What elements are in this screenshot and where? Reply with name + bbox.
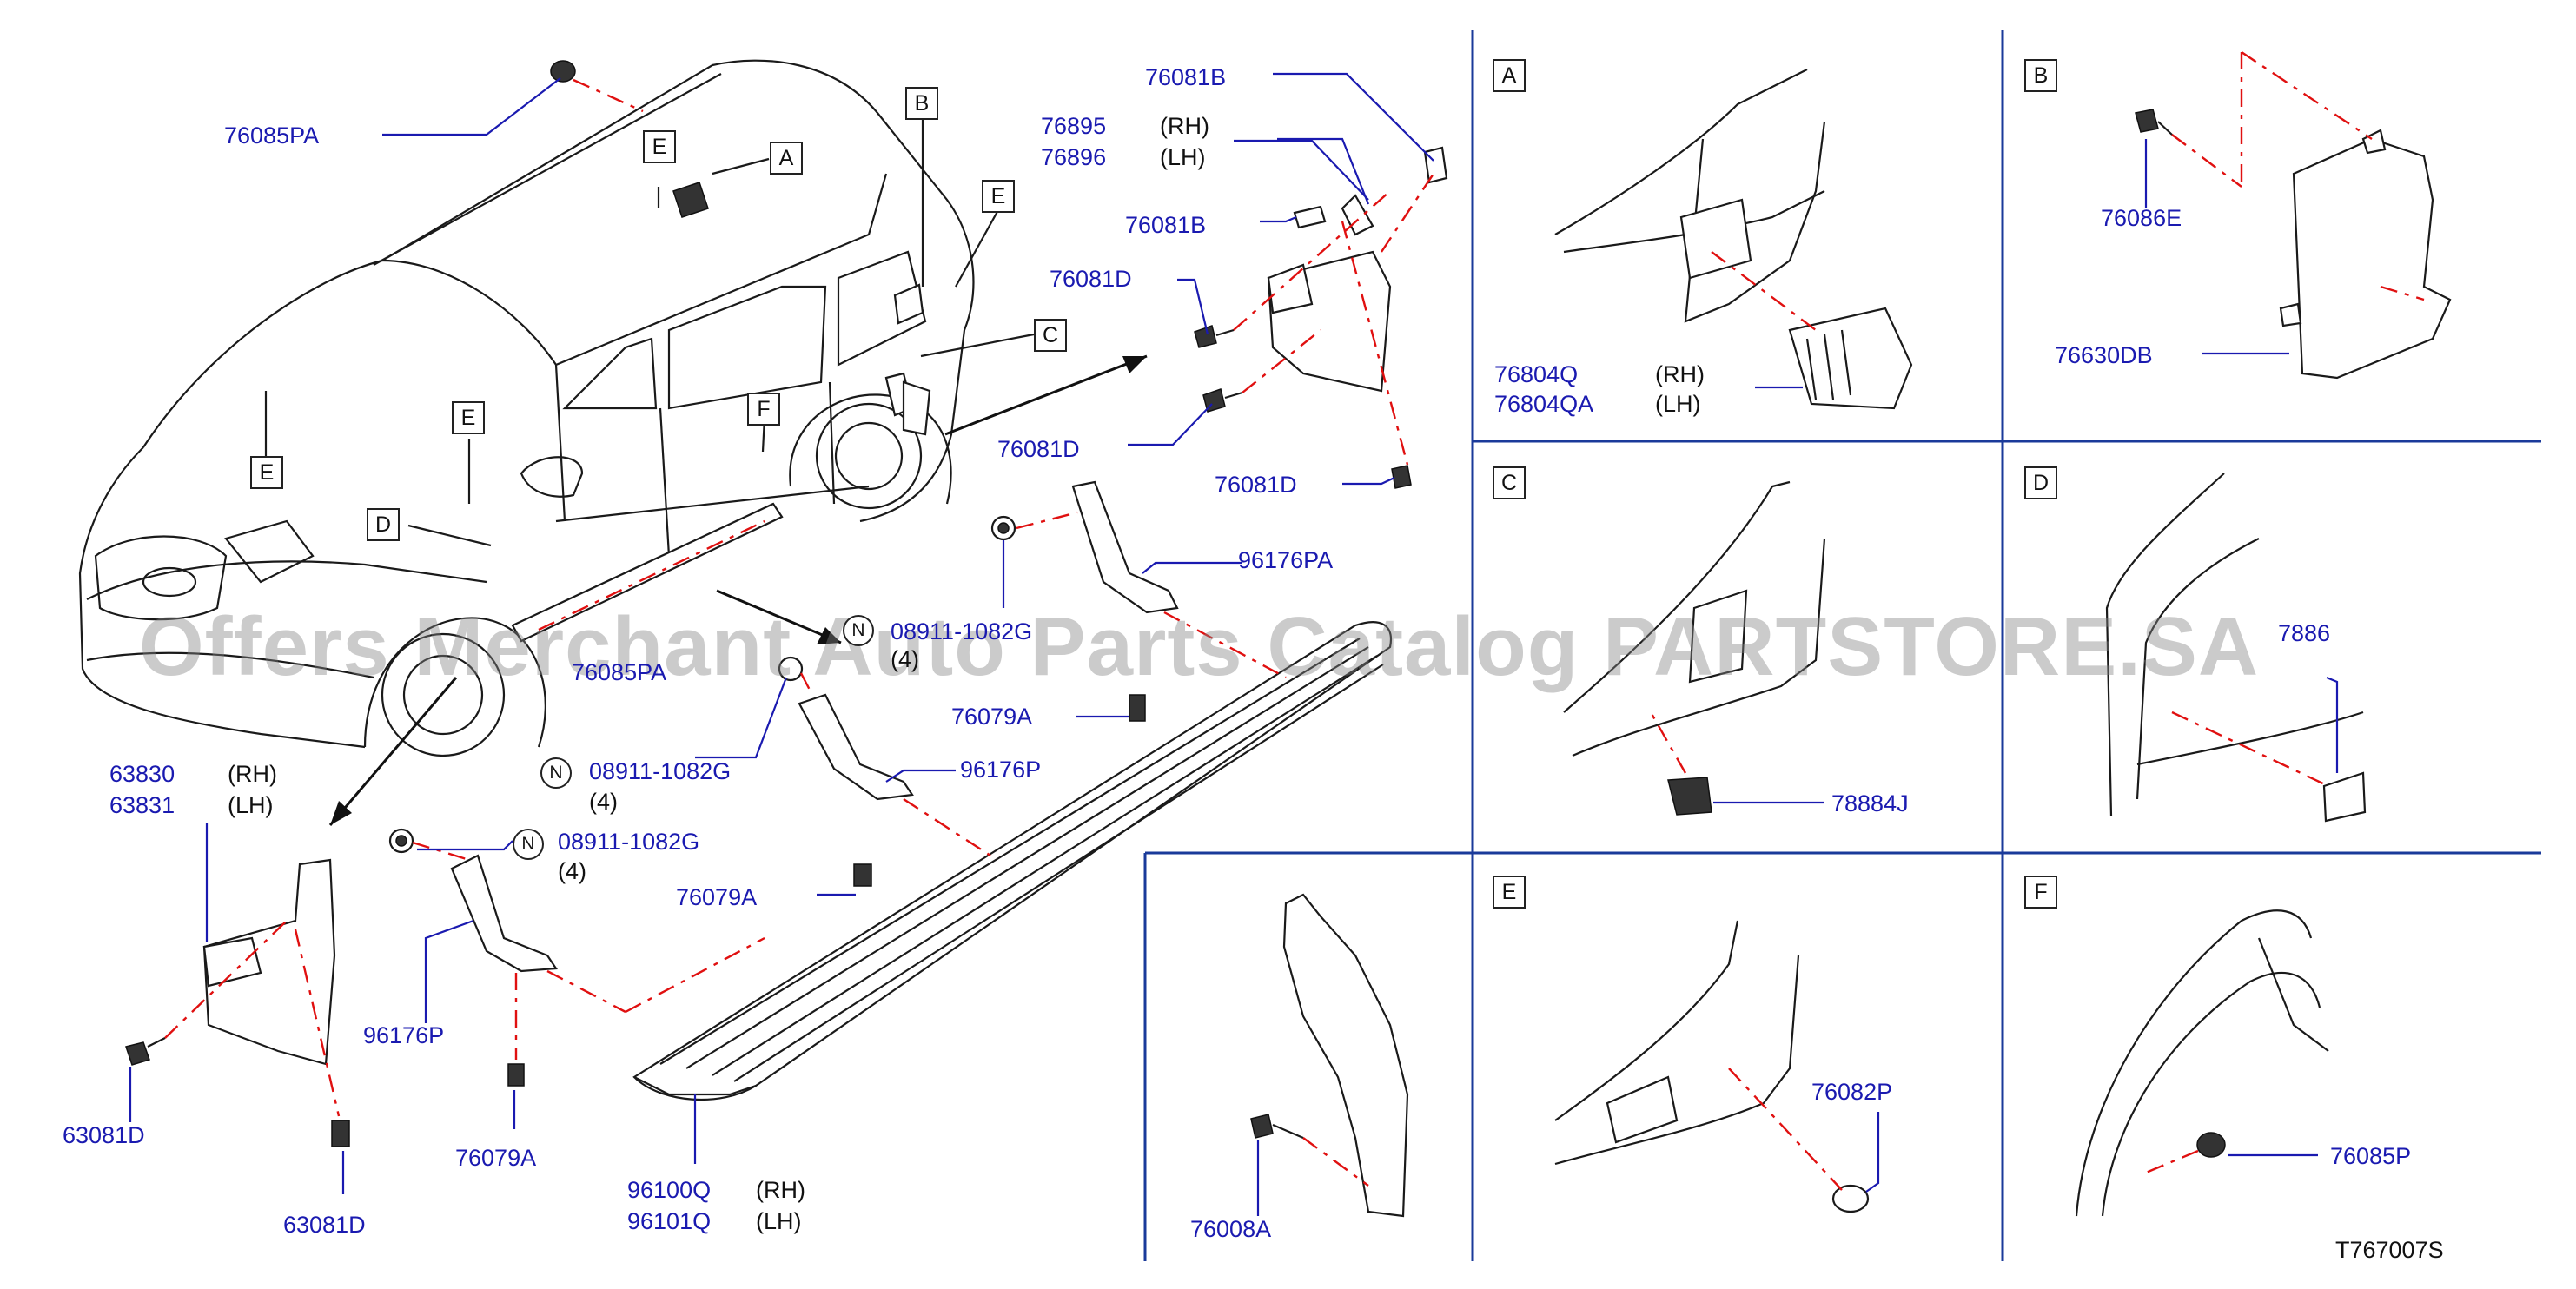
- nut-symbol-a: N: [843, 615, 874, 646]
- part-63830: 63830: [109, 761, 175, 787]
- qualifier-qty-b: (4): [589, 789, 618, 815]
- qualifier-rh-63830: (RH): [228, 761, 277, 787]
- vehicle-callout-b: B: [905, 87, 938, 120]
- part-76085PA: 76085PA: [224, 122, 320, 149]
- qualifier-qty-c: (4): [558, 858, 586, 884]
- vehicle-callout-e-rear: E: [982, 180, 1015, 213]
- part-96176P-lower: 96176P: [363, 1022, 445, 1048]
- part-76895: 76895: [1041, 113, 1107, 139]
- leader-7886x: [2326, 676, 2339, 773]
- part-63081D-a: 63081D: [63, 1122, 145, 1148]
- vehicle-callout-a: A: [770, 142, 803, 175]
- part-7886x: 7886: [2278, 620, 2331, 646]
- part-76081D-a: 76081D: [1050, 266, 1132, 292]
- callout-arrows: [328, 354, 1148, 826]
- qualifier-lh-76804QA: (LH): [1655, 391, 1701, 417]
- part-96176P-upper: 96176P: [960, 757, 1042, 783]
- part-76079A-c: 76079A: [455, 1145, 537, 1171]
- side-step-group: [388, 480, 1393, 1101]
- front-mud-flap-group: [125, 858, 350, 1147]
- part-76804Q: 76804Q: [1494, 361, 1579, 387]
- qualifier-rh-96100Q: (RH): [756, 1177, 805, 1203]
- panel-f-drawing: [2075, 909, 2329, 1217]
- part-08911-b: 08911-1082G: [589, 758, 732, 784]
- part-76008A: 76008A: [1190, 1216, 1272, 1242]
- splash-guard-76008A: [1250, 893, 1409, 1218]
- panel-f-label: F: [2024, 876, 2057, 909]
- part-76085PA-lower: 76085PA: [572, 659, 667, 685]
- vehicle-callout-c: C: [1034, 319, 1067, 352]
- part-08911-c: 08911-1082G: [558, 829, 700, 855]
- panel-c-label: C: [1493, 466, 1526, 499]
- panel-c-drawing: [1563, 480, 1826, 816]
- vehicle-callout-e-hood: E: [250, 456, 283, 489]
- part-76804QA: 76804QA: [1494, 391, 1594, 417]
- part-08911-a: 08911-1082G: [891, 618, 1033, 644]
- part-76086E: 76086E: [2101, 205, 2182, 231]
- front-flap-leaders: [129, 823, 345, 1194]
- qualifier-rh-76895: (RH): [1160, 113, 1209, 139]
- panel-e-label: E: [1493, 876, 1526, 909]
- part-76630DB: 76630DB: [2055, 342, 2153, 368]
- part-76079A-a: 76079A: [951, 704, 1033, 730]
- vehicle-illustration: [78, 59, 975, 757]
- vehicle-callout-d: D: [367, 508, 400, 541]
- qualifier-qty-a: (4): [891, 646, 919, 672]
- part-76081D-c: 76081D: [1215, 472, 1297, 498]
- part-76079A-b: 76079A: [676, 884, 758, 910]
- qualifier-lh-76896: (LH): [1160, 144, 1206, 170]
- part-63081D-b: 63081D: [283, 1212, 366, 1238]
- panel-d-label: D: [2024, 466, 2057, 499]
- part-96100Q: 96100Q: [627, 1177, 712, 1203]
- panel-e-drawing: [1554, 920, 1870, 1213]
- nut-symbol-b: N: [540, 757, 572, 789]
- part-76896: 76896: [1041, 144, 1107, 170]
- qualifier-rh-76804Q: (RH): [1655, 361, 1705, 387]
- vehicle-callout-e-roof: E: [643, 130, 676, 163]
- side-step-leaders: [417, 540, 1242, 1164]
- part-76085P: 76085P: [2330, 1143, 2412, 1169]
- vehicle-callout-f: F: [747, 393, 780, 426]
- part-76082P: 76082P: [1811, 1079, 1893, 1105]
- part-78884J: 78884J: [1831, 790, 1909, 816]
- panel-b-label: B: [2024, 59, 2057, 92]
- part-96176PA: 96176PA: [1238, 547, 1334, 573]
- qualifier-lh-63831: (LH): [228, 792, 274, 818]
- rear-flap-leaders: [1128, 72, 1434, 486]
- part-63831: 63831: [109, 792, 175, 818]
- leader-76082P: [1865, 1112, 1880, 1193]
- panel-a-label: A: [1493, 59, 1526, 92]
- rear-mud-flap-group: [1194, 146, 1448, 489]
- panel-d-drawing: [2105, 473, 2367, 823]
- panel-b-drawing: [2135, 51, 2452, 380]
- diagram-id: T767007S: [2335, 1237, 2444, 1263]
- panel-borders: [1143, 30, 2541, 1261]
- qualifier-lh-96101Q: (LH): [756, 1208, 802, 1234]
- part-76081B-lower: 76081B: [1125, 212, 1207, 238]
- part-76081B-upper: 76081B: [1145, 64, 1227, 90]
- vehicle-callout-leaders: [264, 116, 1035, 547]
- vehicle-callout-e-pillar: E: [452, 401, 485, 434]
- panel-a-drawing: [1554, 69, 1913, 410]
- part-76081D-b: 76081D: [997, 436, 1080, 462]
- part-96101Q: 96101Q: [627, 1208, 712, 1234]
- nut-symbol-c: N: [513, 829, 544, 860]
